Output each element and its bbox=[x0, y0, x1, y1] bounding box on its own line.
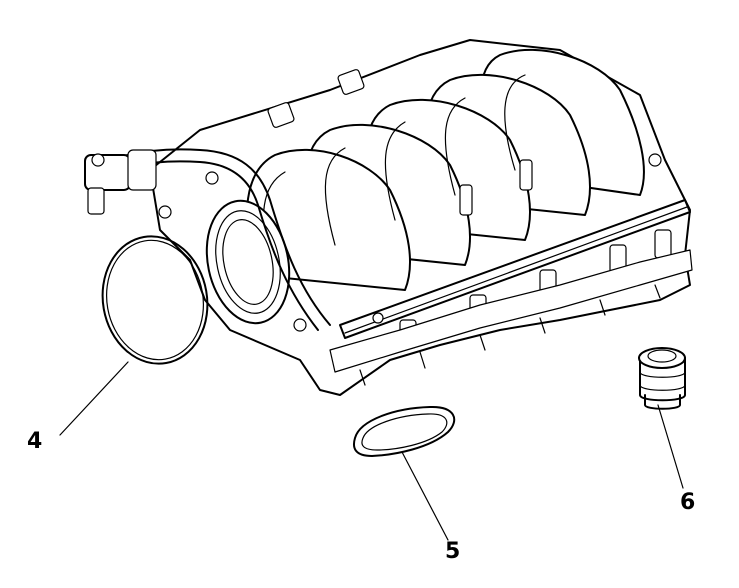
leader-line-5 bbox=[401, 451, 449, 541]
oval-gasket bbox=[353, 405, 456, 457]
leader-line-4 bbox=[59, 361, 129, 436]
callout-5: 5 bbox=[445, 539, 461, 564]
sensor-valve bbox=[84, 149, 157, 215]
leader-lines bbox=[59, 361, 684, 541]
leader-line-6 bbox=[657, 404, 684, 489]
o-ring-gasket bbox=[101, 235, 209, 365]
callout-4: 4 bbox=[27, 429, 43, 454]
intake-manifold bbox=[84, 39, 693, 396]
plug-cap bbox=[638, 347, 686, 410]
callout-6: 6 bbox=[680, 490, 696, 515]
